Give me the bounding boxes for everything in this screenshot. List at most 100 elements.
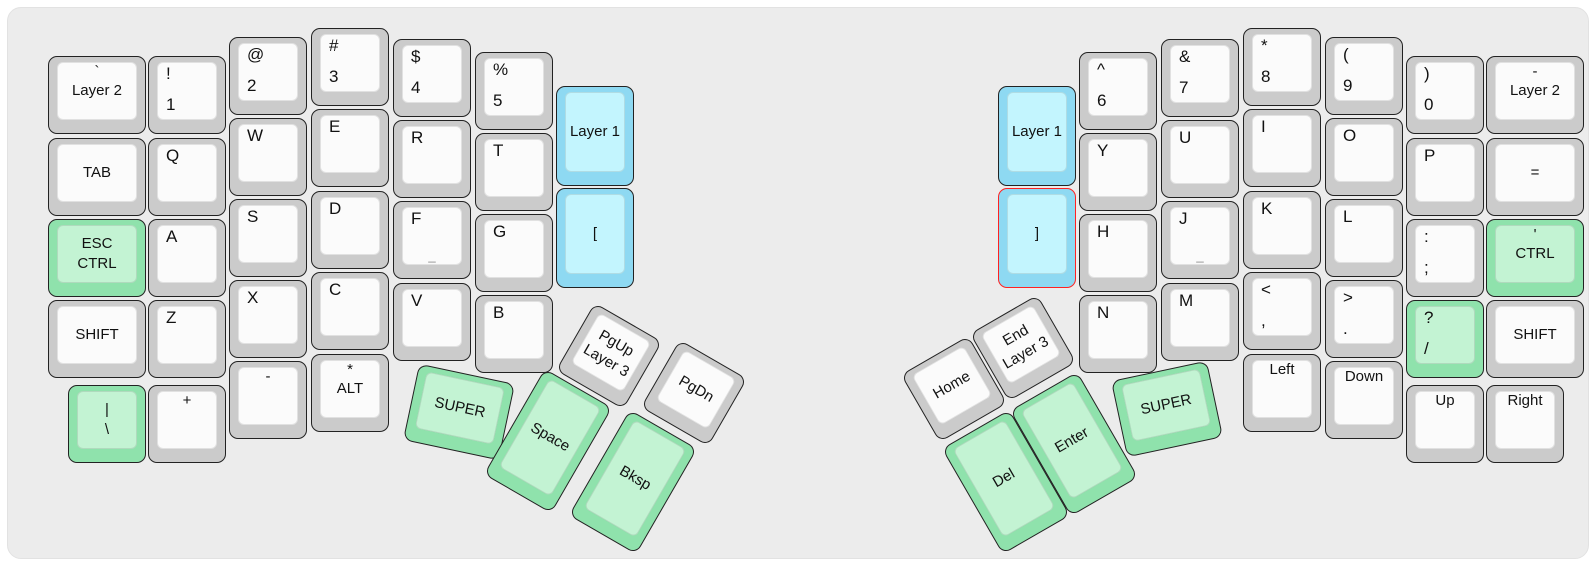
keycap-face: (9 <box>1334 43 1394 101</box>
key-h[interactable]: H <box>1079 214 1157 292</box>
key-label-top: ) <box>1424 64 1430 83</box>
keycap-face: SHIFT <box>57 306 137 364</box>
keycap-face: <, <box>1252 278 1312 336</box>
key-x[interactable]: X <box>229 280 307 358</box>
key-q[interactable]: Q <box>148 138 226 216</box>
key-label-center: Layer 2 <box>1496 63 1574 119</box>
key-a[interactable]: A <box>148 219 226 297</box>
key-at-2[interactable]: @2 <box>229 37 307 115</box>
key-c[interactable]: C <box>311 272 389 350</box>
key-gt-period[interactable]: >. <box>1325 280 1403 358</box>
keycap-face: C <box>320 278 380 336</box>
key-g[interactable]: G <box>475 214 553 292</box>
key-label-bottom: 7 <box>1179 78 1189 97</box>
key-label-bottom: / <box>1424 339 1429 358</box>
key-v[interactable]: V <box>393 283 471 361</box>
key-question-slash[interactable]: ?/ <box>1406 300 1484 378</box>
key-o[interactable]: O <box>1325 118 1403 196</box>
key-label-center: ] <box>1008 195 1066 273</box>
homing-bar-label: _ <box>1196 248 1204 263</box>
key-pipe-backslash[interactable]: |\ <box>68 385 146 463</box>
key-rparen-0[interactable]: )0 <box>1406 56 1484 134</box>
key-star-8[interactable]: *8 <box>1243 28 1321 106</box>
key-shift-left[interactable]: SHIFT <box>48 300 146 378</box>
key-layer1-right[interactable]: Layer 1 <box>998 86 1076 186</box>
key-exclam-1[interactable]: !1 <box>148 56 226 134</box>
key-d[interactable]: D <box>311 191 389 269</box>
key-t[interactable]: T <box>475 133 553 211</box>
key-k[interactable]: K <box>1243 191 1321 269</box>
key-b[interactable]: B <box>475 295 553 373</box>
key-label-top: ( <box>1343 45 1349 64</box>
key-label-top: A <box>166 227 178 246</box>
key-label-bottom: 1 <box>166 95 176 114</box>
keycap-face: I <box>1252 115 1312 173</box>
key-label-top: E <box>329 117 341 136</box>
key-r[interactable]: R <box>393 120 471 198</box>
keycap-face: Layer 1 <box>565 92 625 172</box>
key-arrow-down[interactable]: Down <box>1325 361 1403 439</box>
key-label-center: = <box>1496 145 1574 201</box>
key-label-top: S <box>247 207 259 226</box>
key-label-center: Bksp <box>585 421 685 537</box>
key-rbracket-selected[interactable]: ] <box>998 188 1076 288</box>
key-super-right[interactable]: SUPER <box>1110 360 1224 458</box>
key-colon-semicolon[interactable]: :; <box>1406 219 1484 297</box>
key-w[interactable]: W <box>229 118 307 196</box>
key-quote-ctrl[interactable]: 'CTRL <box>1486 219 1584 297</box>
key-l[interactable]: L <box>1325 199 1403 277</box>
keycap-face: E <box>320 115 380 173</box>
key-caret-6[interactable]: ^6 <box>1079 52 1157 130</box>
key-label-top: Left <box>1269 361 1295 378</box>
key-arrow-up[interactable]: Up <box>1406 385 1484 463</box>
key-label-top: M <box>1179 291 1194 310</box>
key-minus[interactable]: - <box>229 361 307 439</box>
key-m[interactable]: M <box>1161 283 1239 361</box>
key-arrow-right[interactable]: Right <box>1486 385 1564 463</box>
key-lparen-9[interactable]: (9 <box>1325 37 1403 115</box>
key-tab[interactable]: TAB <box>48 138 146 216</box>
key-super-left[interactable]: SUPER <box>402 363 516 461</box>
key-n[interactable]: N <box>1079 295 1157 373</box>
keycap-face: @2 <box>238 43 298 101</box>
key-i[interactable]: I <box>1243 109 1321 187</box>
key-arrow-left[interactable]: Left <box>1243 354 1321 432</box>
key-lbracket[interactable]: [ <box>556 188 634 288</box>
keycap-face: *8 <box>1252 34 1312 92</box>
key-y[interactable]: Y <box>1079 133 1157 211</box>
key-f[interactable]: F_ <box>393 201 471 279</box>
key-label-center: SHIFT <box>58 307 136 363</box>
key-label-top: ` <box>94 63 100 80</box>
key-p[interactable]: P <box>1406 138 1484 216</box>
key-shift-right[interactable]: SHIFT <box>1486 300 1584 378</box>
key-label-line: [ <box>592 224 598 242</box>
key-label-top: P <box>1424 146 1436 165</box>
key-label-bottom: 6 <box>1097 91 1107 110</box>
key-layer1-left[interactable]: Layer 1 <box>556 86 634 186</box>
key-label-bottom: 5 <box>493 91 503 110</box>
key-grave-layer2[interactable]: `Layer 2 <box>48 56 146 134</box>
key-label-center: SUPER <box>1122 370 1210 441</box>
key-equals[interactable]: = <box>1486 138 1584 216</box>
key-plus[interactable]: + <box>148 385 226 463</box>
key-star-alt[interactable]: *ALT <box>311 354 389 432</box>
key-label-top: F <box>411 209 422 228</box>
key-j[interactable]: J_ <box>1161 201 1239 279</box>
key-percent-5[interactable]: %5 <box>475 52 553 130</box>
keycap-face: H <box>1088 220 1148 278</box>
key-z[interactable]: Z <box>148 300 226 378</box>
keycap-face: D <box>320 197 380 255</box>
key-s[interactable]: S <box>229 199 307 277</box>
key-minus-layer2[interactable]: -Layer 2 <box>1486 56 1584 134</box>
key-e[interactable]: E <box>311 109 389 187</box>
key-hash-3[interactable]: #3 <box>311 28 389 106</box>
key-amp-7[interactable]: &7 <box>1161 39 1239 117</box>
key-lt-comma[interactable]: <, <box>1243 272 1321 350</box>
key-label-center: TAB <box>58 145 136 201</box>
key-label-line: SHIFT <box>1513 325 1557 343</box>
key-u[interactable]: U <box>1161 120 1239 198</box>
keycap-face: Down <box>1334 367 1394 425</box>
key-label-top: + <box>182 392 192 409</box>
key-dollar-4[interactable]: $4 <box>393 39 471 117</box>
